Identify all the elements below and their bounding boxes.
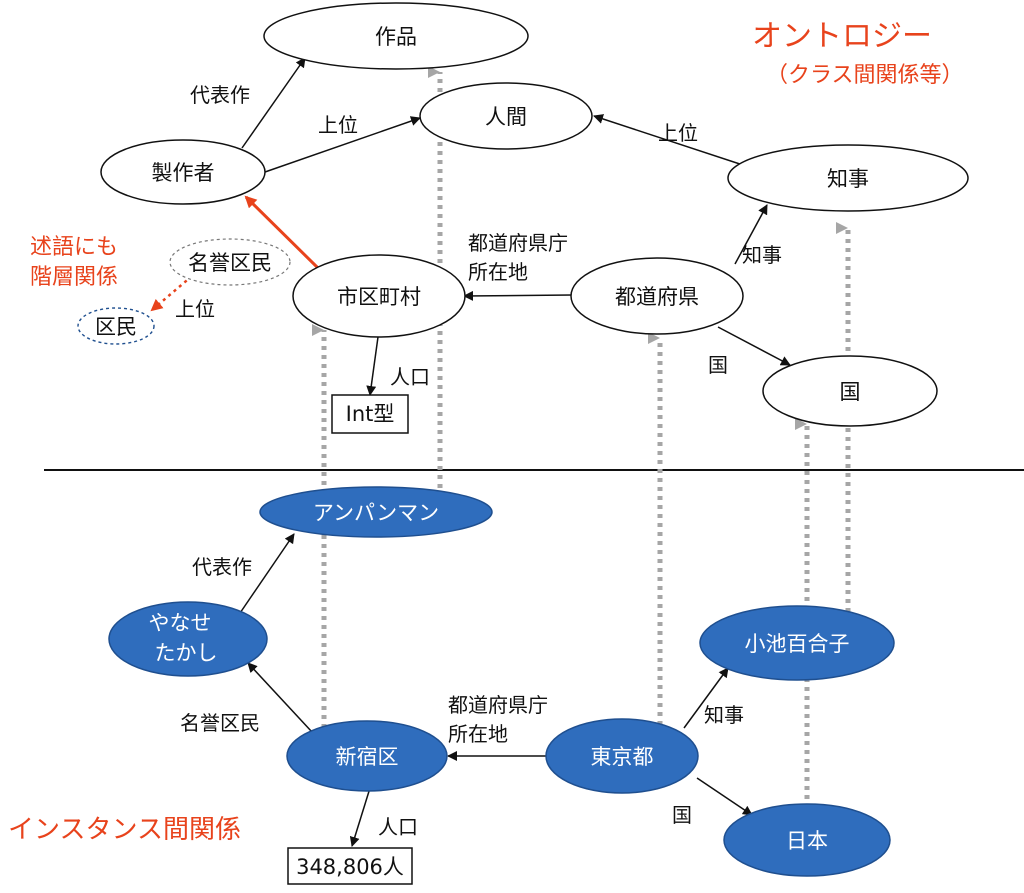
edge-chiji-ningen <box>593 114 753 169</box>
edge-meiyokumin-seisakusha <box>244 195 320 270</box>
node-kumin-label: 区民 <box>95 315 137 339</box>
edge-label-instance-kuni: 国 <box>672 803 692 827</box>
node-kumin <box>77 307 155 345</box>
node-tokyo-label: 東京都 <box>591 745 654 769</box>
edge-label-jinkou: 人口 <box>390 365 430 389</box>
edge-seisakusha-sakuhin <box>241 57 306 149</box>
node-koike-label: 小池百合子 <box>745 632 850 656</box>
edge-seisakusha-ningen <box>264 116 421 173</box>
node-chiji-label: 知事 <box>827 167 869 191</box>
ontology-title: オントロジー <box>752 19 932 54</box>
edge-label-instance-chiji: 知事 <box>704 703 744 727</box>
node-int-type-label: Int型 <box>346 402 395 426</box>
node-ningen <box>419 82 593 150</box>
edge-label-instance-daihyosaku: 代表作 <box>192 555 252 579</box>
edge-shinjuku-population <box>349 787 371 847</box>
node-population-value-label: 348,806人 <box>296 855 404 879</box>
node-seisakusha-label: 製作者 <box>152 161 215 185</box>
edge-shinjuku-yanase <box>247 662 313 733</box>
node-shikuchoson-label: 市区町村 <box>337 285 421 309</box>
edge-label-instance-jinkou: 人口 <box>378 815 418 839</box>
node-anpanman-label: アンパンマン <box>313 501 439 525</box>
node-seisakusha <box>100 139 266 205</box>
node-meiyokumin-label: 名誉区民 <box>188 251 272 275</box>
node-koike <box>699 605 895 681</box>
edge-todofuken-kuni <box>717 326 791 366</box>
edge-meiyokumin-kumin <box>150 275 193 312</box>
node-population-value <box>287 847 413 885</box>
edge-todofuken-chiji <box>734 204 768 265</box>
edge-label-instance-meiyokumin: 名誉区民 <box>180 711 260 735</box>
edge-todofuken-shikuchoson <box>463 290 573 301</box>
node-anpanman <box>259 486 493 538</box>
node-meiyokumin <box>169 238 291 286</box>
node-yanase <box>108 601 268 677</box>
node-tokyo <box>545 718 699 794</box>
node-sakuhin <box>263 2 529 70</box>
predicate-note-line1: 述語にも <box>30 235 118 260</box>
predicate-note-line2: 階層関係 <box>30 265 118 290</box>
edge-label-kenchou-line1: 都道府県庁 <box>468 231 568 255</box>
edge-yanase-anpanman <box>237 533 295 617</box>
edge-label-instance-kenchou-line2: 所在地 <box>448 722 508 746</box>
edge-shikuchoson-int <box>366 336 379 396</box>
node-nihon-label: 日本 <box>786 829 828 853</box>
instance-title: インスタンス間関係 <box>8 815 241 845</box>
edge-label-joi-chiji: 上位 <box>658 121 698 145</box>
node-nihon <box>723 803 891 877</box>
edge-tokyo-nihon <box>696 777 753 816</box>
edge-label-instance-kenchou-line1: 都道府県庁 <box>448 693 548 717</box>
edge-label-kuni: 国 <box>708 353 728 377</box>
node-todofuken-label: 都道府県 <box>615 285 699 309</box>
node-ningen-label: 人間 <box>485 105 527 129</box>
node-yanase-label-line2: たかし <box>155 641 218 665</box>
edge-label-daihyosaku: 代表作 <box>190 83 250 107</box>
node-chiji <box>727 144 969 212</box>
node-kuni-label: 国 <box>840 380 861 404</box>
node-shinjuku-label: 新宿区 <box>336 745 399 769</box>
ontology-subtitle: （クラス間関係等） <box>766 63 964 88</box>
node-todofuken <box>570 257 744 335</box>
node-yanase-label-line1: やなせ <box>149 611 212 635</box>
edge-label-kenchou-line2: 所在地 <box>468 260 528 284</box>
node-int-type <box>331 394 409 434</box>
edge-label-chiji: 知事 <box>742 243 782 267</box>
edge-label-joi-predicate: 上位 <box>175 297 215 321</box>
node-shikuchoson <box>292 254 466 338</box>
edge-tokyo-koike <box>683 667 729 729</box>
edge-label-joi-seisakusha: 上位 <box>318 113 358 137</box>
node-shinjuku <box>286 720 448 792</box>
node-sakuhin-label: 作品 <box>375 25 417 49</box>
node-kuni <box>762 355 938 427</box>
